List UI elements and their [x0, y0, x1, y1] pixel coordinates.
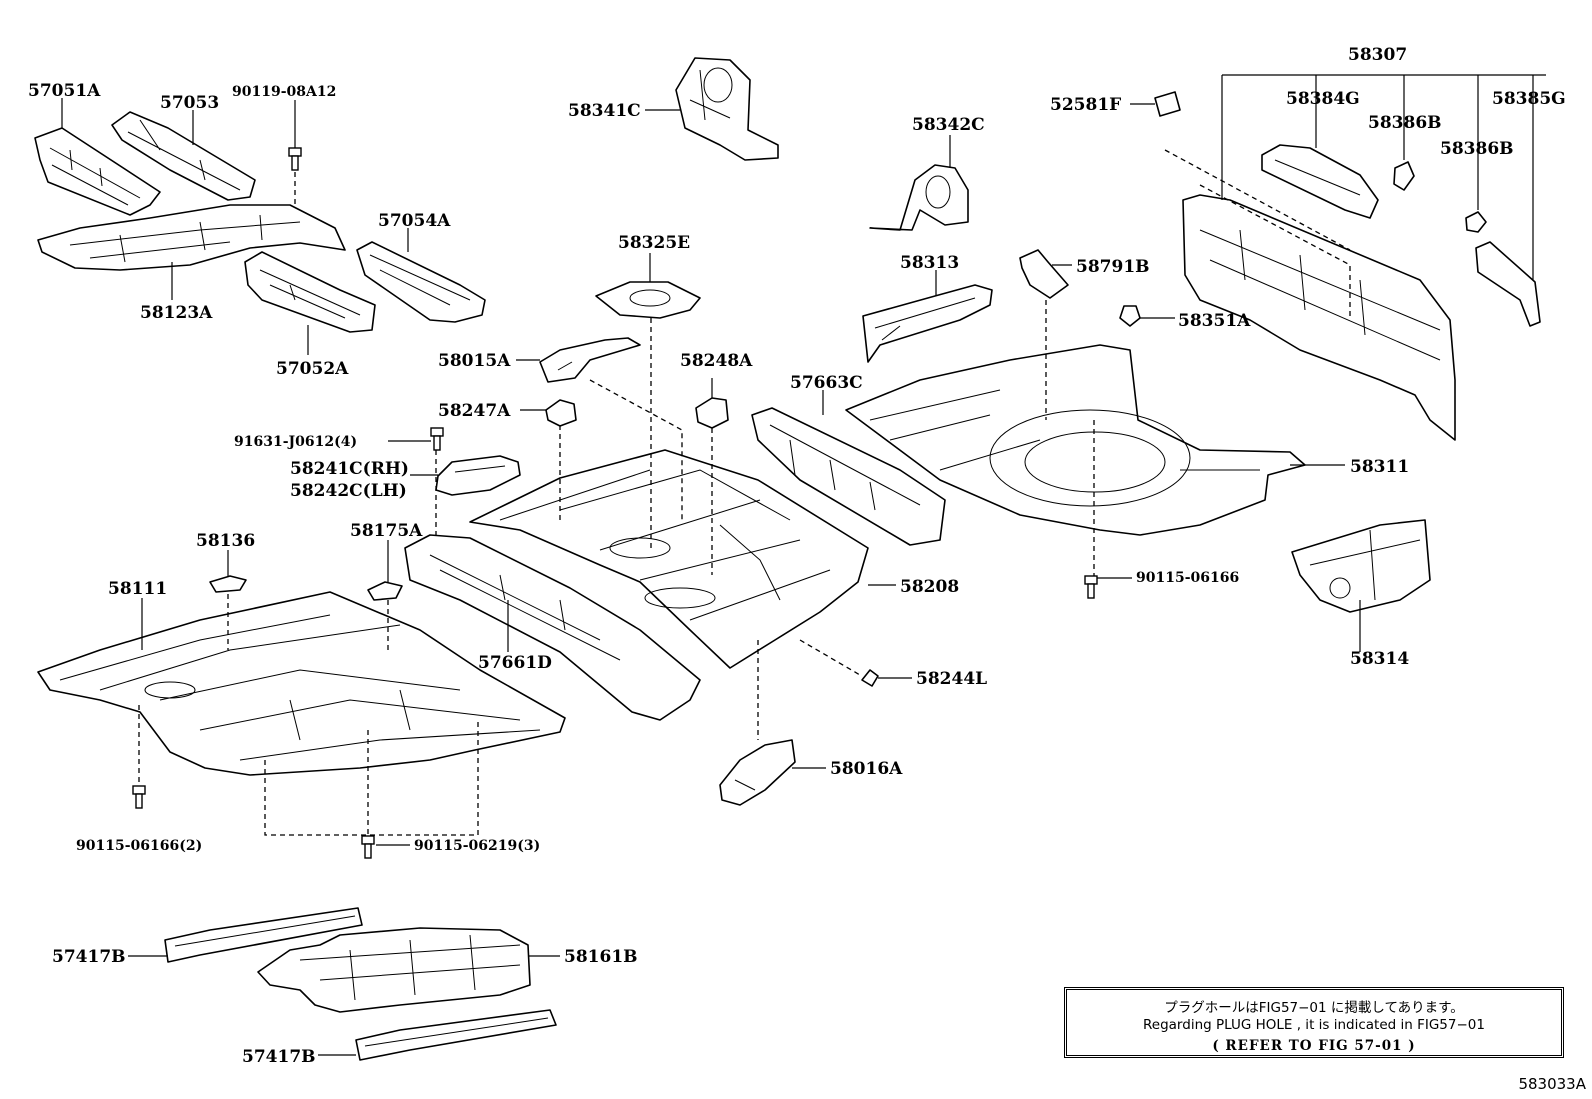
note-line-english: Regarding PLUG HOLE , it is indicated in… [1143, 1017, 1485, 1033]
label-90115-06219-x3: 90115-06219(3) [414, 838, 540, 854]
part-57661D [404, 534, 701, 721]
label-58791B: 58791B [1076, 257, 1150, 277]
part-58244L [861, 669, 879, 687]
part-58314 [1291, 519, 1431, 613]
label-58386B-upper: 58386B [1368, 113, 1442, 133]
part-58016A [719, 739, 796, 806]
note-line-japanese: プラグホールはFIG57−01 に掲載してあります。 [1164, 1000, 1464, 1016]
part-58136 [209, 575, 247, 593]
label-58351A: 58351A [1178, 311, 1251, 331]
label-58175A: 58175A [350, 521, 423, 541]
label-90115-06166-x2: 90115-06166(2) [76, 838, 202, 854]
label-57054A: 57054A [378, 211, 451, 231]
label-58247A: 58247A [438, 401, 511, 421]
part-58386B-lower [1465, 211, 1487, 233]
label-58244L: 58244L [916, 669, 987, 689]
label-58248A: 58248A [680, 351, 753, 371]
part-58015A [539, 337, 641, 383]
label-91631-J0612: 91631-J0612(4) [234, 434, 357, 450]
bolt-90115-06219-x3 [361, 835, 375, 859]
part-58313 [862, 284, 993, 363]
part-58307 [1182, 194, 1456, 441]
part-58247A [545, 399, 577, 427]
label-58311: 58311 [1350, 457, 1409, 477]
assembly-dashed-lines [138, 149, 1351, 836]
bolt-91631-J0612 [430, 427, 444, 451]
label-57051A: 57051A [28, 81, 101, 101]
label-58161B: 58161B [564, 947, 638, 967]
part-58123A [37, 204, 346, 271]
part-57663C [751, 407, 946, 546]
note-line-refer: ( REFER TO FIG 57-01 ) [1212, 1038, 1416, 1054]
label-90115-06166-right: 90115-06166 [1136, 570, 1239, 586]
label-58325E: 58325E [618, 233, 690, 253]
figure-reference-code: 583033A [1518, 1075, 1586, 1093]
label-90119-08A12: 90119-08A12 [232, 84, 336, 100]
part-58248A [695, 397, 729, 429]
bolt-90115-06166-right [1084, 575, 1098, 599]
part-57054A [356, 241, 486, 323]
label-58386B-lower: 58386B [1440, 139, 1514, 159]
label-57052A: 57052A [276, 359, 349, 379]
label-58241C: 58241C(RH) [290, 459, 409, 479]
part-57052A [244, 251, 376, 333]
label-58111: 58111 [108, 579, 167, 599]
label-58385G: 58385G [1492, 89, 1566, 109]
label-52581F: 52581F [1050, 95, 1121, 115]
part-57051A [34, 127, 161, 216]
label-58341C: 58341C [568, 101, 641, 121]
label-58384G: 58384G [1286, 89, 1360, 109]
part-58341C [675, 57, 779, 161]
label-58307: 58307 [1348, 45, 1407, 65]
part-58175A [367, 581, 403, 601]
label-58123A: 58123A [140, 303, 213, 323]
part-57417B-top [164, 907, 363, 963]
part-labels: 57051A 57053 90119-08A12 58341C 52581F 5… [28, 45, 1566, 1067]
bolt-90115-06166-x2 [132, 785, 146, 809]
label-58136: 58136 [196, 531, 255, 551]
label-57053: 57053 [160, 93, 219, 113]
part-58111 [37, 591, 566, 776]
label-57663C: 57663C [790, 373, 863, 393]
part-52581F [1154, 91, 1181, 117]
part-58351A [1119, 305, 1141, 327]
part-58384G [1261, 144, 1379, 219]
label-58015A: 58015A [438, 351, 511, 371]
part-58241C-58242C [435, 455, 521, 496]
part-58791B [1019, 249, 1069, 299]
label-58342C: 58342C [912, 115, 985, 135]
label-58314: 58314 [1350, 649, 1409, 669]
label-58242C: 58242C(LH) [290, 481, 407, 501]
label-58313: 58313 [900, 253, 959, 273]
plug-hole-note: プラグホールはFIG57−01 に掲載してあります。 Regarding PLU… [1064, 987, 1564, 1058]
part-58386B-upper [1393, 161, 1415, 191]
part-58161B [257, 927, 531, 1013]
label-57417B-bottom: 57417B [242, 1047, 316, 1067]
part-57417B-bottom [355, 1009, 557, 1061]
part-58385G [1475, 241, 1541, 327]
part-58325E [595, 281, 701, 319]
part-57053 [111, 111, 256, 201]
label-57661D: 57661D [478, 653, 552, 673]
part-58342C [869, 164, 969, 231]
part-58208 [469, 449, 869, 669]
leader-lines [61, 74, 1546, 1056]
label-57417B-top: 57417B [52, 947, 126, 967]
label-58016A: 58016A [830, 759, 903, 779]
label-58208: 58208 [900, 577, 959, 597]
bolt-90119-08A12 [288, 147, 302, 210]
